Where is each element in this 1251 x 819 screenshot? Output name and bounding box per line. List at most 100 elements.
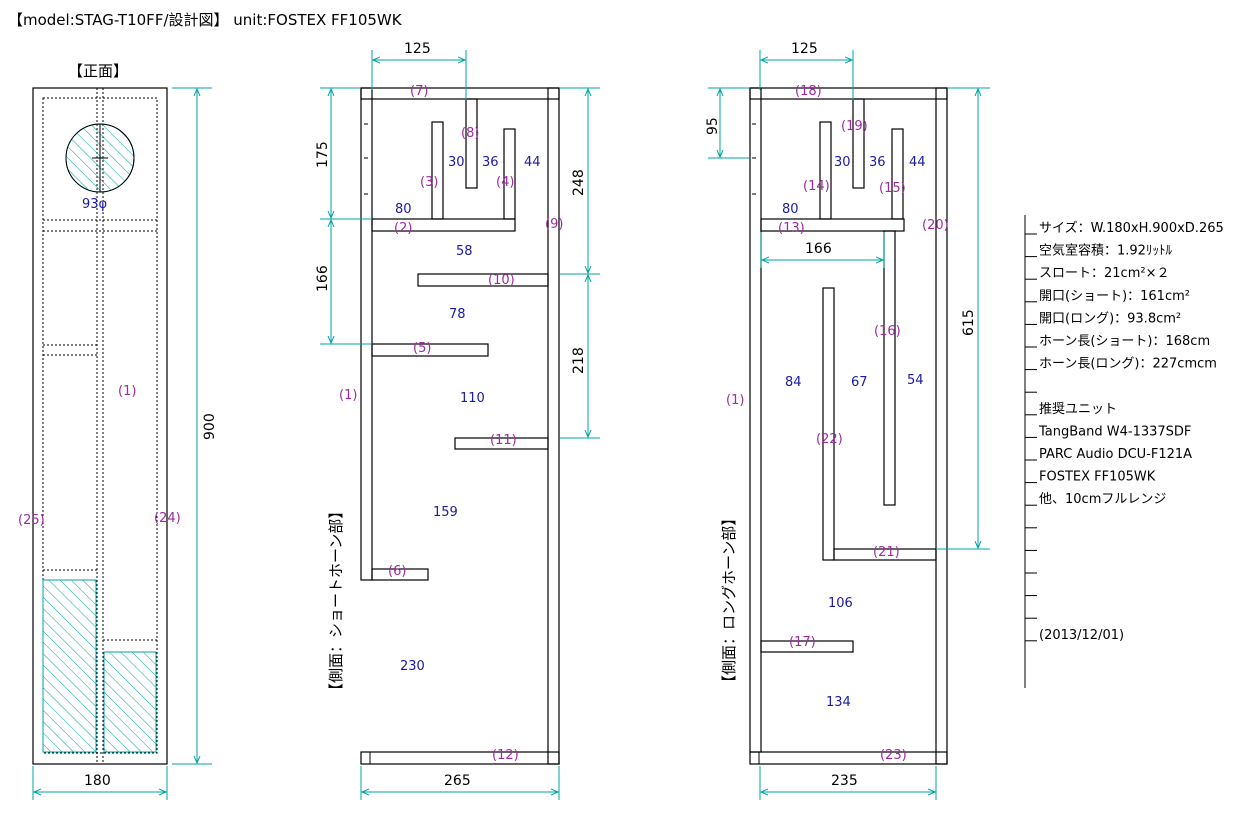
- short-dim-218-value: 218: [571, 347, 587, 374]
- spec-line: FOSTEX FF105WK: [1039, 470, 1156, 485]
- short-part-8: (8): [461, 126, 479, 141]
- short-val-30: 30: [448, 155, 465, 170]
- drawing-title: 【model:STAG-T10FF/設計図】 unit:FOSTEX FF105…: [8, 11, 403, 29]
- long-dim-166-value: 166: [805, 241, 832, 257]
- short-part-7: (7): [410, 84, 428, 99]
- front-port-long: [103, 651, 157, 753]
- short-dim-175-value: 175: [315, 141, 331, 168]
- long-top-panel: [749, 87, 948, 100]
- short-part-12: (12): [492, 748, 519, 763]
- long-part-15: (15): [879, 181, 906, 196]
- short-val-78: 78: [449, 307, 466, 322]
- short-horn-side-view: 30 36 44 80 58 78 110 159 230 (7) (8) (3…: [315, 41, 600, 800]
- short-side-label: 【側面：ショートホーン部】: [327, 504, 345, 698]
- long-chamber-plate-15: [891, 128, 904, 220]
- short-top-panel: [360, 87, 560, 100]
- spec-line: 空気室容積：1.92ﾘｯﾄﾙ: [1039, 243, 1172, 259]
- spec-line: ホーン長(ショート)：168cm: [1039, 334, 1210, 349]
- long-val-84: 84: [785, 375, 802, 390]
- spec-line: PARC Audio DCU-F121A: [1039, 447, 1192, 462]
- short-val-110: 110: [460, 391, 485, 406]
- long-part-17: (17): [789, 635, 816, 650]
- short-part-11: (11): [490, 433, 517, 448]
- short-part-10: (10): [488, 273, 515, 288]
- long-val-80: 80: [782, 202, 799, 217]
- long-dim-95-value: 95: [705, 117, 721, 135]
- short-dim-248-value: 248: [571, 169, 587, 196]
- long-chamber-plate-14: [819, 121, 832, 220]
- short-baffle-11: [454, 437, 549, 450]
- short-baffle-5: [371, 343, 489, 357]
- short-part-6: (6): [388, 564, 406, 579]
- short-val-159: 159: [433, 505, 458, 520]
- front-port-short: [42, 579, 97, 753]
- long-part-16: (16): [874, 324, 901, 339]
- long-part-23: (23): [880, 748, 907, 763]
- front-part-1: (1): [118, 384, 136, 399]
- spec-line: 他、10cmフルレンジ: [1039, 492, 1166, 507]
- spec-line: TangBand W4-1337SDF: [1038, 424, 1191, 439]
- short-dim-125-value: 125: [404, 41, 431, 57]
- long-part-21: (21): [873, 545, 900, 560]
- short-part-1: (1): [339, 388, 357, 403]
- short-val-58: 58: [456, 244, 473, 259]
- spec-line: 推奨ユニット: [1039, 402, 1117, 417]
- front-outer-panel: [32, 87, 168, 765]
- short-front-baffle: [547, 87, 560, 765]
- short-chamber-plate-3: [431, 121, 444, 220]
- short-baffle-6: [371, 568, 429, 581]
- long-plate-16: [883, 230, 896, 506]
- short-part-5: (5): [413, 341, 431, 356]
- short-dim-265-value: 265: [444, 773, 471, 789]
- spec-line: 開口(ロング)：93.8cm²: [1039, 311, 1181, 326]
- front-view-label: 【正面】: [68, 62, 128, 80]
- long-val-36: 36: [869, 155, 886, 170]
- short-dim-166-value: 166: [315, 265, 331, 292]
- front-part-24: (24): [154, 511, 181, 526]
- long-horn-side-view: 30 36 44 80 84 67 54 106 134 (18) (19) (…: [705, 41, 990, 800]
- short-part-9: (9): [545, 217, 563, 232]
- long-baffle-21: [833, 548, 937, 561]
- short-bottom-panel: [360, 751, 560, 765]
- long-plate-22: [822, 287, 835, 561]
- spec-line: 開口(ショート)：161cm²: [1039, 289, 1190, 304]
- spec-line: (2013/12/01): [1039, 628, 1124, 643]
- long-val-30: 30: [834, 155, 851, 170]
- long-part-20: (20): [922, 218, 949, 233]
- short-baffle-10: [417, 273, 549, 287]
- long-dim-235-value: 235: [831, 773, 858, 789]
- long-chamber-plate-19: [852, 98, 865, 189]
- short-part-4: (4): [496, 175, 514, 190]
- long-val-106: 106: [828, 596, 853, 611]
- long-back-panel: [749, 87, 762, 753]
- spec-line: ホーン長(ロング)：227cmcm: [1039, 357, 1217, 372]
- short-val-80: 80: [395, 202, 412, 217]
- long-part-18: (18): [795, 84, 822, 99]
- front-view: 【正面】 93φ (1) (25) (24) 180 900: [18, 62, 218, 800]
- long-part-13: (13): [778, 221, 805, 236]
- front-inner-outline: [42, 97, 158, 754]
- short-chamber-plate-4: [503, 128, 516, 220]
- short-part-3: (3): [420, 175, 438, 190]
- long-part-19: (19): [841, 119, 868, 134]
- long-part-1: (1): [726, 393, 744, 408]
- long-part-14: (14): [803, 179, 830, 194]
- long-part-22: (22): [816, 432, 843, 447]
- long-front-baffle: [935, 87, 948, 765]
- long-val-54: 54: [907, 373, 924, 388]
- front-width-value: 180: [84, 773, 111, 789]
- long-side-label: 【側面：ロングホーン部】: [720, 511, 738, 690]
- front-height-value: 900: [202, 413, 218, 440]
- short-val-44: 44: [524, 155, 541, 170]
- spec-line: サイズ：W.180xH.900xD.265: [1039, 220, 1224, 236]
- long-chamber-floor: [760, 218, 905, 232]
- spec-list: サイズ：W.180xH.900xD.265空気室容積：1.92ﾘｯﾄﾙスロート：…: [1024, 215, 1224, 688]
- long-val-134: 134: [826, 695, 851, 710]
- long-dim-615-value: 615: [961, 309, 977, 336]
- short-val-230: 230: [400, 659, 425, 674]
- short-back-panel: [360, 87, 373, 581]
- short-chamber-plate-8: [465, 98, 478, 189]
- front-part-25: (25): [18, 513, 45, 528]
- unit-diameter-label: 93φ: [82, 197, 107, 212]
